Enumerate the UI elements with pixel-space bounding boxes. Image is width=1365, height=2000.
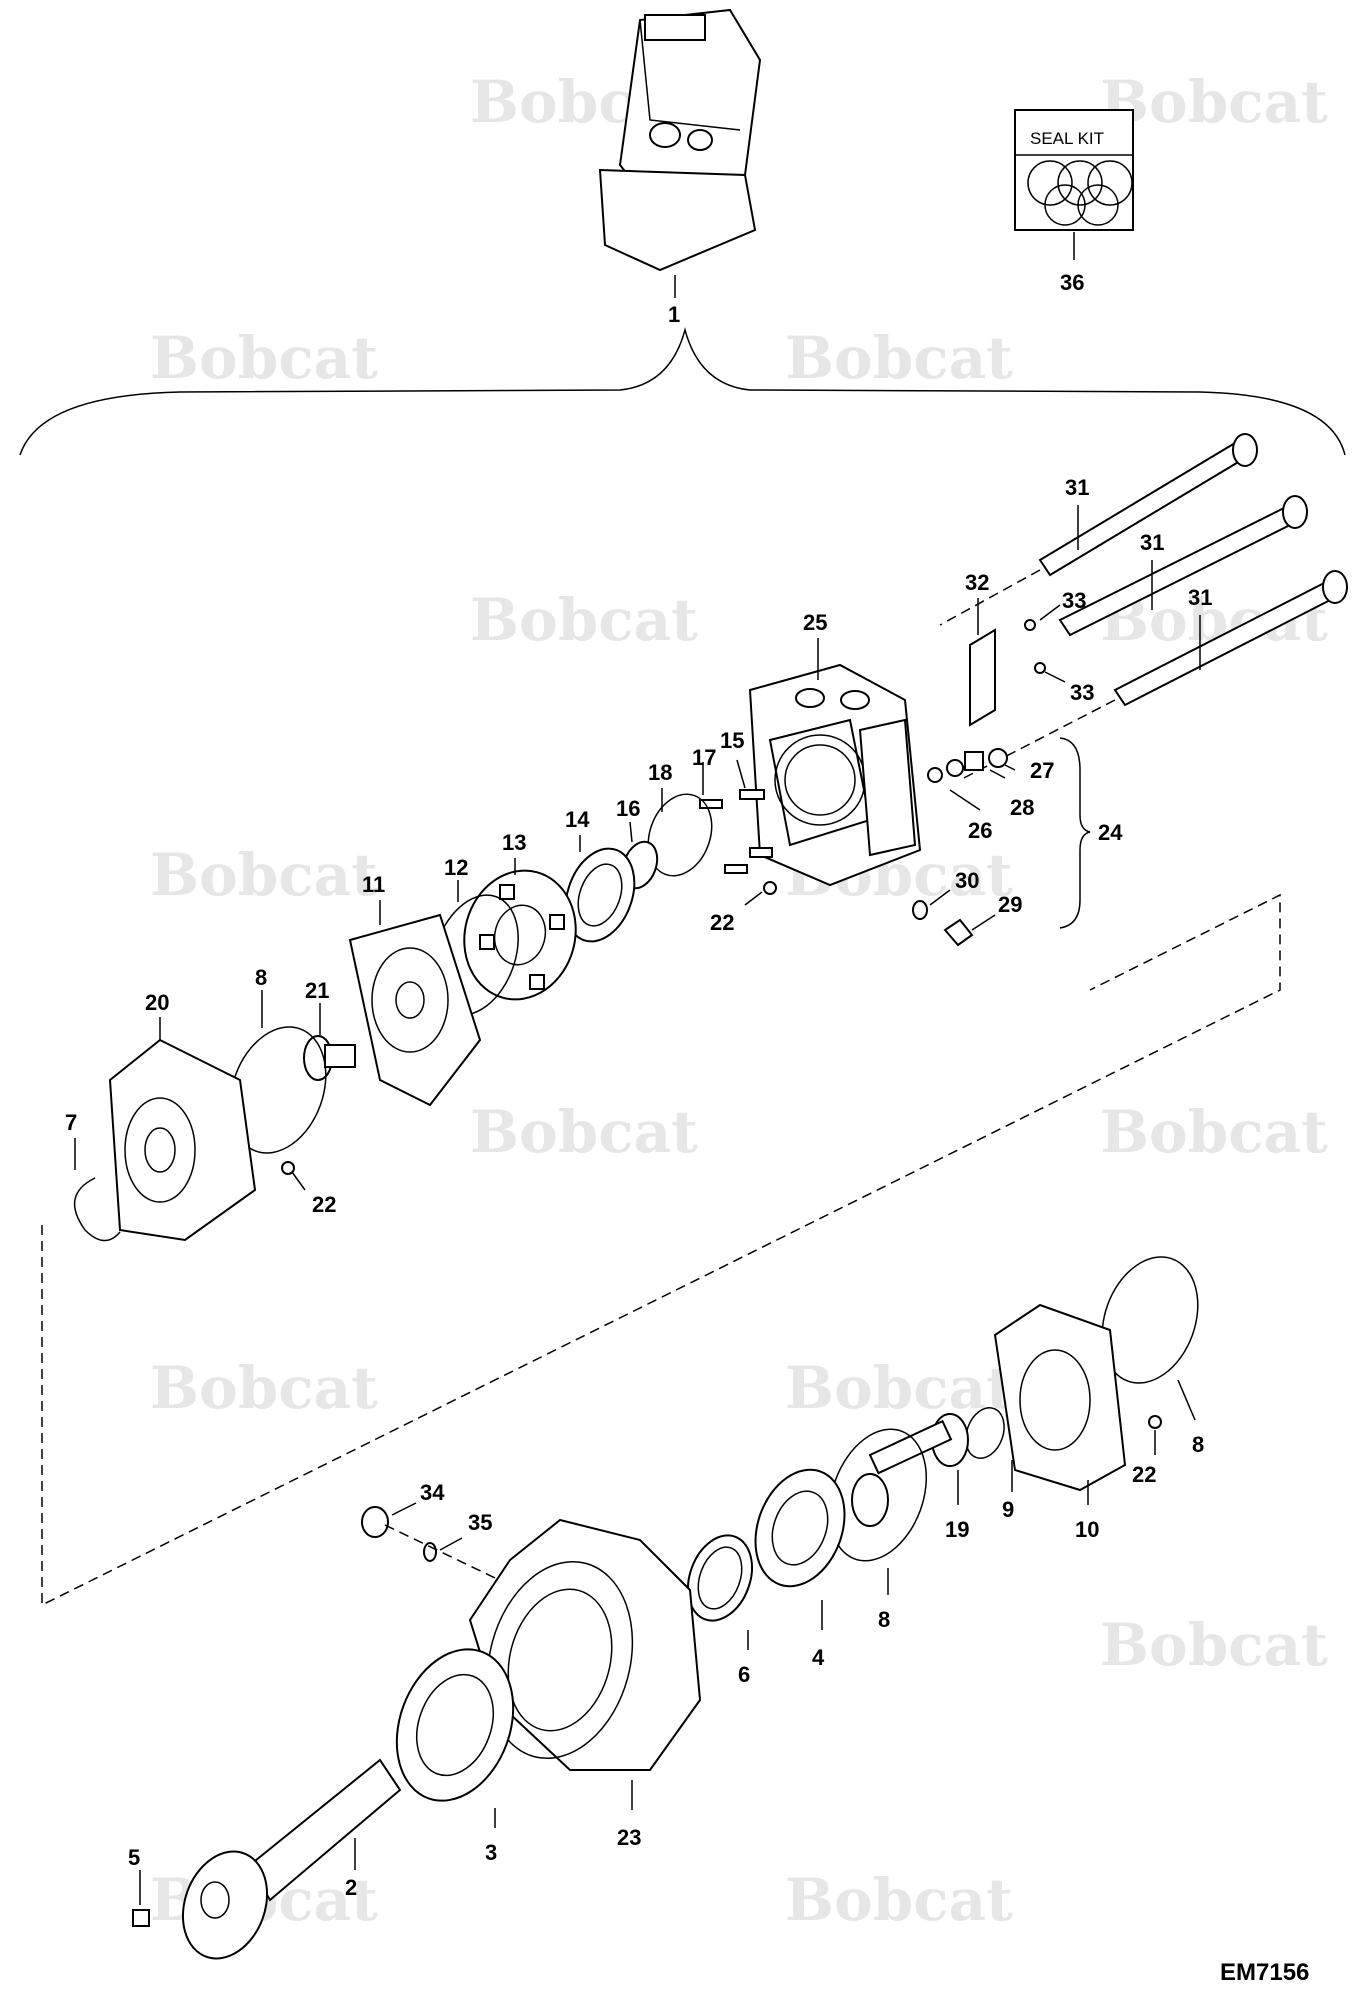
callout-17: 17 (692, 745, 716, 770)
plug-34-washer-35 (361, 1502, 521, 1591)
seal-kit-card: SEAL KIT (1014, 109, 1134, 260)
watermark-text: Bobcat (150, 324, 378, 392)
callout-25: 25 (803, 610, 827, 635)
watermark-text: Bobcat (785, 1866, 1013, 1934)
bearing-3 (395, 1648, 515, 1828)
figure-code: EM7156 (1220, 1959, 1309, 1986)
assembly-brace (19, 327, 1346, 456)
callout-22b: 22 (312, 1192, 336, 1217)
callout-33b: 33 (1070, 680, 1094, 705)
plate-32 (969, 598, 1066, 727)
callout-8b: 8 (1192, 1432, 1204, 1457)
check-valve-parts (927, 748, 1016, 811)
o-ring-8-right (1101, 1256, 1199, 1384)
plate-10 (993, 1303, 1127, 1505)
callout-31b: 31 (1140, 530, 1164, 555)
watermark-text: Bobcat (785, 1354, 1013, 1422)
callout-10: 10 (1075, 1517, 1099, 1542)
callout-16: 16 (616, 796, 640, 821)
bolts-31 (939, 433, 1348, 781)
callout-35: 35 (468, 1510, 492, 1535)
snap-ring-7 (73, 1177, 121, 1242)
assembly-path (41, 893, 1281, 1607)
spline-shaft-19 (851, 1413, 969, 1527)
o-ring-8-lower (828, 1428, 928, 1562)
callout-18: 18 (648, 760, 672, 785)
watermark-text: Bobcat (785, 324, 1013, 392)
bearing-14 (564, 835, 636, 943)
watermark-text: Bobcat (1100, 68, 1328, 136)
callout-9: 9 (1002, 1497, 1014, 1522)
seal-kit-label: SEAL KIT (1030, 129, 1104, 148)
callout-19: 19 (945, 1517, 969, 1542)
spline-21 (303, 1003, 356, 1081)
pin-22-upper (744, 881, 777, 906)
watermark-text: Bobcat (150, 1354, 378, 1422)
watermark-text: Bobcat (1100, 1098, 1328, 1166)
callout-34: 34 (420, 1480, 445, 1505)
callout-27: 27 (1030, 758, 1054, 783)
callout-15: 15 (720, 728, 744, 753)
callout-26: 26 (968, 818, 992, 843)
watermark-text: Bobcat (1100, 1611, 1328, 1679)
callout-24: 24 (1098, 820, 1123, 845)
springs-15-17 (699, 759, 773, 874)
o-ring-8-upper (229, 1026, 327, 1154)
o-ring-18 (647, 793, 713, 877)
callout-21: 21 (305, 978, 329, 1003)
seal-6 (687, 1534, 753, 1650)
ring-9 (965, 1407, 1005, 1459)
callout-32: 32 (965, 570, 989, 595)
motor-assembly-drawing (598, 8, 762, 298)
rotor-13 (463, 858, 577, 1001)
callout-30: 30 (955, 868, 979, 893)
shaft-2 (181, 1758, 402, 1960)
plug-5 (132, 1870, 150, 1927)
callout-20: 20 (145, 990, 169, 1015)
callout-3: 3 (485, 1840, 497, 1865)
watermark-text: Bobcat (470, 1098, 698, 1166)
watermark-text: Bobcat (150, 841, 378, 909)
plug-29-washer-30 (912, 889, 996, 947)
bearing-4 (754, 1468, 846, 1630)
callout-8c: 8 (878, 1607, 890, 1632)
callout-11: 11 (362, 872, 385, 897)
callout-12: 12 (444, 855, 468, 880)
callout-1: 1 (668, 302, 680, 327)
callout-5: 5 (128, 1845, 140, 1870)
callout-14: 14 (565, 807, 590, 832)
callout-31a: 31 (1065, 475, 1089, 500)
callout-31c: 31 (1188, 585, 1212, 610)
callout-36: 36 (1060, 270, 1084, 295)
pin-22-lower (1148, 1415, 1162, 1429)
callout-22c: 22 (1132, 1462, 1156, 1487)
callout-33a: 33 (1062, 588, 1086, 613)
callout-8a: 8 (255, 965, 267, 990)
plate-11 (348, 900, 482, 1107)
callout-13: 13 (502, 830, 526, 855)
housing-25 (748, 638, 922, 887)
callout-6: 6 (738, 1662, 750, 1687)
housing-20 (108, 1017, 257, 1242)
pin-22-middle (281, 1161, 295, 1175)
housing-23 (468, 1518, 702, 1810)
callout-4: 4 (812, 1645, 825, 1670)
callout-28: 28 (1010, 795, 1034, 820)
callout-22a: 22 (710, 910, 734, 935)
callout-23: 23 (617, 1825, 641, 1850)
callout-29: 29 (998, 892, 1022, 917)
callout-2: 2 (345, 1875, 357, 1900)
callout-7: 7 (65, 1110, 77, 1135)
bracket-24 (1059, 737, 1091, 929)
watermark-text: Bobcat (470, 586, 698, 654)
